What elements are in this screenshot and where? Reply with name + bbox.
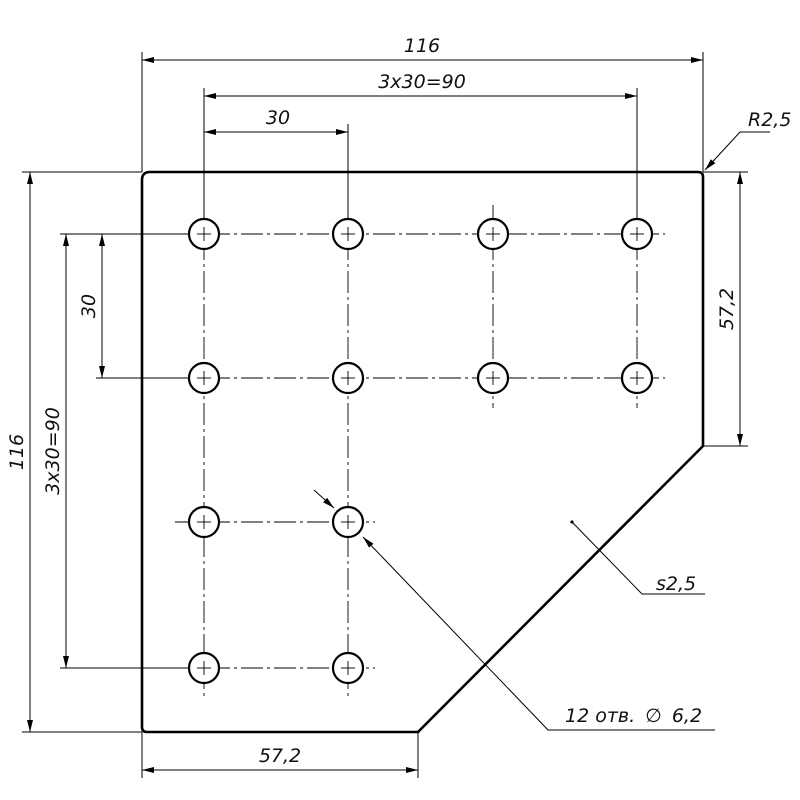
hole	[331, 217, 365, 251]
dim-thickness: s2,5	[656, 573, 696, 595]
diameter-symbol: ∅	[645, 705, 662, 727]
dimension-labels: 116 3x30=90 30 R2,5 57,2 116 3x30=90 30 …	[6, 35, 791, 767]
hole	[620, 217, 654, 251]
dimension-lines	[27, 57, 743, 773]
dim-overall-height: 116	[6, 434, 28, 470]
hole-pattern	[187, 217, 654, 685]
hole	[187, 651, 221, 685]
hole	[331, 651, 365, 685]
dim-corner-radius: R2,5	[748, 109, 791, 131]
dim-pitch-horizontal: 30	[266, 107, 290, 129]
dim-hole-span-vertical: 3x30=90	[42, 407, 64, 495]
holes-callout: 12 отв. ∅ 6,2	[565, 705, 702, 727]
dim-bottom-width: 57,2	[259, 745, 301, 767]
hole	[187, 217, 221, 251]
dim-pitch-vertical: 30	[78, 294, 100, 318]
leaders	[313, 131, 770, 731]
hole	[187, 361, 221, 395]
hole	[331, 361, 365, 395]
hole	[476, 217, 510, 251]
plate-outline	[140, 170, 705, 734]
dim-overall-width: 116	[404, 35, 440, 57]
holes-count-label: 12 отв.	[565, 705, 635, 727]
hole	[331, 505, 365, 539]
dim-hole-span-horizontal: 3x30=90	[378, 71, 466, 93]
dim-side-height-right: 57,2	[716, 288, 738, 330]
hole	[187, 505, 221, 539]
hole	[476, 361, 510, 395]
hole	[620, 361, 654, 395]
hole-diameter-value: 6,2	[672, 705, 702, 727]
